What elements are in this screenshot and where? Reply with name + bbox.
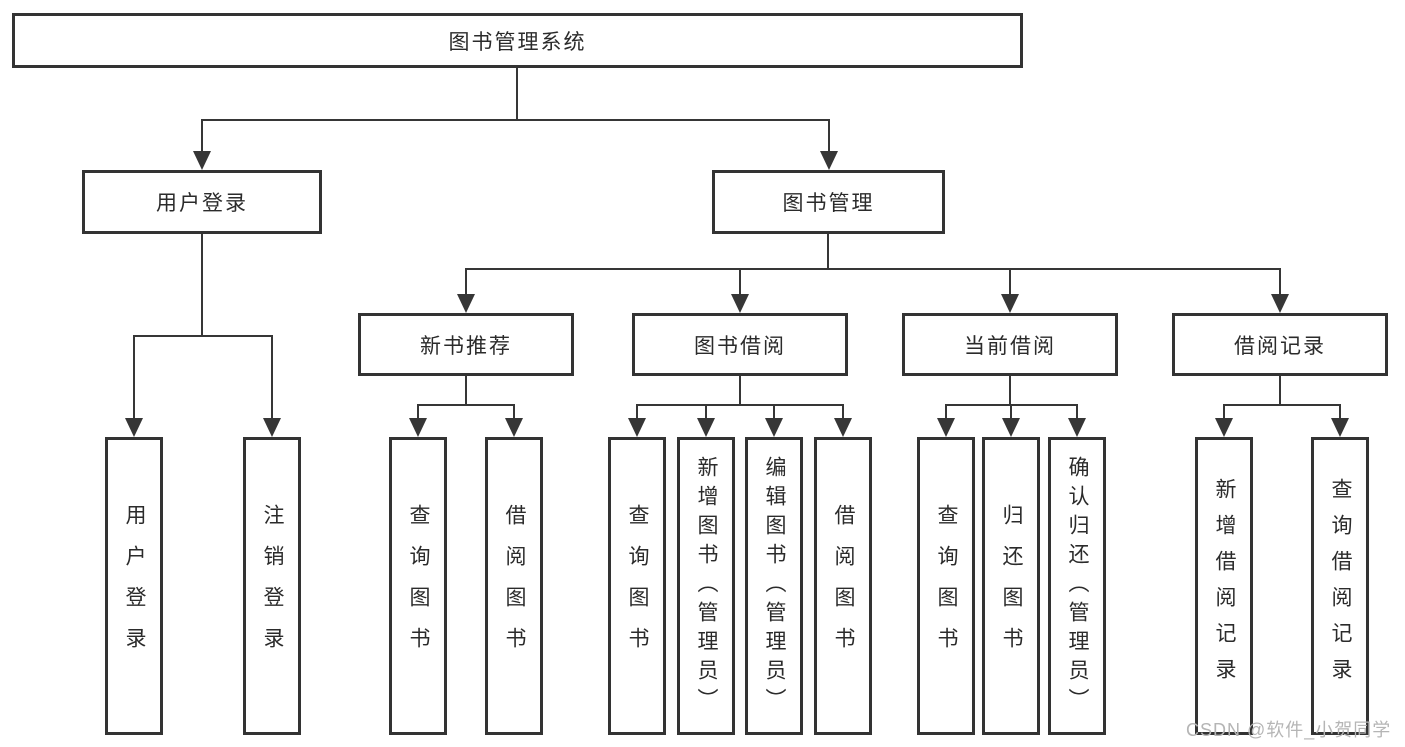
arrow-down-icon [937, 418, 955, 437]
node-label: 借阅图书 [503, 504, 526, 668]
connector-hline [636, 404, 844, 406]
arrow-down-icon [834, 418, 852, 437]
node-label: 图书管理 [782, 192, 875, 215]
node-label: 查询图书 [935, 504, 958, 668]
arrow-down-icon [765, 418, 783, 437]
node-label: 图书借阅 [694, 334, 786, 358]
arrow-down-icon [1215, 418, 1233, 437]
node-label: 新书推荐 [420, 334, 512, 358]
node-new-book-recommendation: 新书推荐 [358, 313, 574, 376]
connector-vline [516, 68, 518, 120]
node-label: 用户登录 [123, 504, 146, 668]
connector-vline [1009, 376, 1011, 406]
connector-vline [828, 119, 830, 151]
arrow-down-icon [1271, 294, 1289, 313]
connector-hline [133, 335, 273, 337]
connector-vline [739, 268, 741, 296]
node-label: 编辑图书（管理员） [763, 455, 786, 717]
arrow-down-icon [1068, 418, 1086, 437]
arrow-down-icon [1002, 418, 1020, 437]
connector-hline [1223, 404, 1341, 406]
node-library-management-system: 图书管理系统 [12, 13, 1023, 68]
arrow-down-icon [125, 418, 143, 437]
node-edit-book-admin: 编辑图书（管理员） [745, 437, 803, 735]
node-book-management: 图书管理 [712, 170, 945, 234]
watermark: CSDN @软件_小贺同学 [1186, 720, 1392, 740]
node-query-books-borrowing: 查询图书 [608, 437, 666, 735]
arrow-down-icon [820, 151, 838, 170]
node-borrow-books-recommend: 借阅图书 [485, 437, 543, 735]
connector-hline [417, 404, 515, 406]
connector-vline [201, 119, 203, 151]
node-logout: 注销登录 [243, 437, 301, 735]
node-borrowing-records: 借阅记录 [1172, 313, 1388, 376]
arrow-down-icon [193, 151, 211, 170]
connector-vline [739, 376, 741, 406]
arrow-down-icon [697, 418, 715, 437]
arrow-down-icon [263, 418, 281, 437]
connector-vline [1010, 404, 1012, 419]
node-label: 查询图书 [407, 504, 430, 668]
node-user-login-leaf: 用户登录 [105, 437, 163, 735]
node-query-books-recommend: 查询图书 [389, 437, 447, 735]
arrow-down-icon [457, 294, 475, 313]
node-query-books-current: 查询图书 [917, 437, 975, 735]
connector-vline [465, 268, 467, 296]
node-borrow-books-borrowing: 借阅图书 [814, 437, 872, 735]
connector-vline [705, 404, 707, 419]
node-current-borrowing: 当前借阅 [902, 313, 1118, 376]
node-label: 新增借阅记录 [1213, 478, 1236, 694]
node-label: 当前借阅 [964, 334, 1056, 358]
node-label: 归还图书 [1000, 504, 1023, 668]
connector-vline [773, 404, 775, 419]
node-label: 确认归还（管理员） [1066, 455, 1089, 717]
node-label: 用户登录 [156, 192, 248, 215]
node-confirm-return-admin: 确认归还（管理员） [1048, 437, 1106, 735]
connector-vline [636, 404, 638, 419]
connector-vline [1076, 404, 1078, 419]
connector-hline [201, 119, 830, 121]
node-label: 查询图书 [626, 504, 649, 668]
connector-vline [1279, 268, 1281, 296]
arrow-down-icon [1331, 418, 1349, 437]
node-label: 借阅记录 [1234, 334, 1326, 358]
connector-vline [201, 234, 203, 337]
connector-vline [827, 234, 829, 270]
node-label: 查询借阅记录 [1329, 478, 1352, 694]
node-label: 新增图书（管理员） [695, 455, 718, 717]
node-user-login: 用户登录 [82, 170, 322, 234]
connector-vline [1279, 376, 1281, 406]
connector-vline [1339, 404, 1341, 419]
connector-vline [1223, 404, 1225, 419]
arrow-down-icon [628, 418, 646, 437]
connector-vline [842, 404, 844, 419]
connector-vline [513, 404, 515, 419]
connector-vline [465, 376, 467, 406]
connector-vline [271, 335, 273, 419]
connector-hline [465, 268, 1281, 270]
node-label: 图书管理系统 [448, 30, 587, 54]
arrow-down-icon [409, 418, 427, 437]
arrow-down-icon [1001, 294, 1019, 313]
node-return-books: 归还图书 [982, 437, 1040, 735]
arrow-down-icon [731, 294, 749, 313]
connector-vline [1009, 268, 1011, 296]
connector-vline [133, 335, 135, 419]
node-label: 注销登录 [261, 504, 284, 668]
arrow-down-icon [505, 418, 523, 437]
node-book-borrowing: 图书借阅 [632, 313, 848, 376]
node-add-book-admin: 新增图书（管理员） [677, 437, 735, 735]
node-query-borrow-record: 查询借阅记录 [1311, 437, 1369, 735]
node-label: 借阅图书 [832, 504, 855, 668]
connector-vline [945, 404, 947, 419]
connector-vline [417, 404, 419, 419]
node-add-borrow-record: 新增借阅记录 [1195, 437, 1253, 735]
